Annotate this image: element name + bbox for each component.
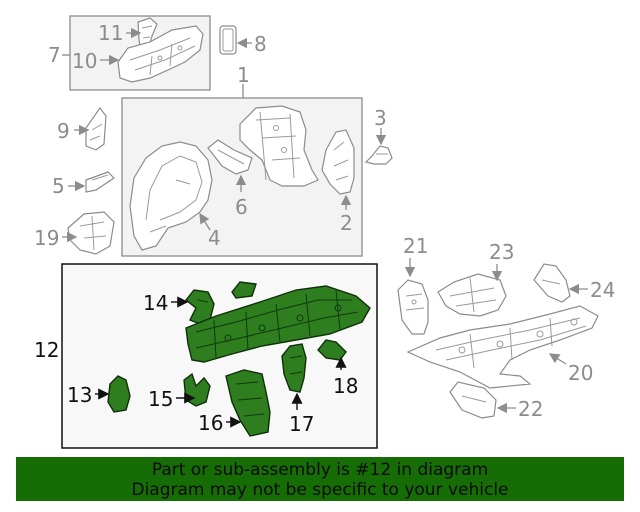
callout-12: 12 bbox=[34, 338, 59, 362]
callout-19: 19 bbox=[34, 226, 59, 250]
banner-line-1: Part or sub-assembly is #12 in diagram bbox=[151, 460, 489, 480]
part-24-bracket[interactable] bbox=[533, 263, 571, 303]
callout-3: 3 bbox=[374, 106, 387, 130]
callout-7: 7 bbox=[48, 43, 61, 67]
callout-18: 18 bbox=[333, 374, 358, 398]
part-21-bracket[interactable] bbox=[397, 279, 429, 335]
callout-6: 6 bbox=[235, 195, 248, 219]
part-4-wheelhouse[interactable] bbox=[129, 141, 213, 251]
part-12-cap[interactable] bbox=[231, 281, 257, 299]
part-10-apron-rail[interactable] bbox=[117, 25, 204, 83]
callout-15: 15 bbox=[148, 387, 173, 411]
part-17-bracket[interactable] bbox=[281, 343, 307, 393]
callout-10: 10 bbox=[72, 49, 97, 73]
part-8-plug[interactable] bbox=[219, 25, 237, 55]
callout-14: 14 bbox=[143, 291, 168, 315]
part-22-shield[interactable] bbox=[449, 381, 497, 419]
callout-13: 13 bbox=[67, 383, 92, 407]
info-banner: Part or sub-assembly is #12 in diagram D… bbox=[16, 457, 624, 501]
part-1-apron-upper[interactable] bbox=[239, 105, 319, 187]
banner-line-2: Diagram may not be specific to your vehi… bbox=[131, 480, 509, 500]
part-9-gusset[interactable] bbox=[85, 106, 107, 151]
callout-17: 17 bbox=[289, 412, 314, 436]
callout-5: 5 bbox=[52, 174, 65, 198]
part-2-panel[interactable] bbox=[321, 129, 355, 195]
callout-24: 24 bbox=[590, 278, 615, 302]
part-6-brace[interactable] bbox=[207, 139, 253, 175]
part-16-extension[interactable] bbox=[225, 369, 271, 437]
callout-20: 20 bbox=[568, 361, 593, 385]
part-13-plate[interactable] bbox=[107, 375, 131, 413]
part-5-bracket[interactable] bbox=[85, 171, 115, 193]
callout-22: 22 bbox=[518, 397, 543, 421]
callout-2: 2 bbox=[340, 211, 353, 235]
part-23-apron[interactable] bbox=[437, 273, 507, 317]
part-20-frame-assembly[interactable] bbox=[406, 305, 599, 389]
part-12-frame-rail[interactable] bbox=[185, 285, 371, 363]
callout-21: 21 bbox=[403, 234, 428, 258]
callout-16: 16 bbox=[198, 411, 223, 435]
part-19-mount[interactable] bbox=[67, 211, 115, 255]
callout-8: 8 bbox=[254, 32, 267, 56]
callout-23: 23 bbox=[489, 240, 514, 264]
callout-4: 4 bbox=[208, 226, 221, 250]
part-18-bracket[interactable] bbox=[317, 339, 347, 361]
callout-1: 1 bbox=[237, 63, 250, 87]
part-3-bracket[interactable] bbox=[364, 145, 393, 165]
callout-9: 9 bbox=[57, 119, 70, 143]
callout-11: 11 bbox=[98, 21, 123, 45]
